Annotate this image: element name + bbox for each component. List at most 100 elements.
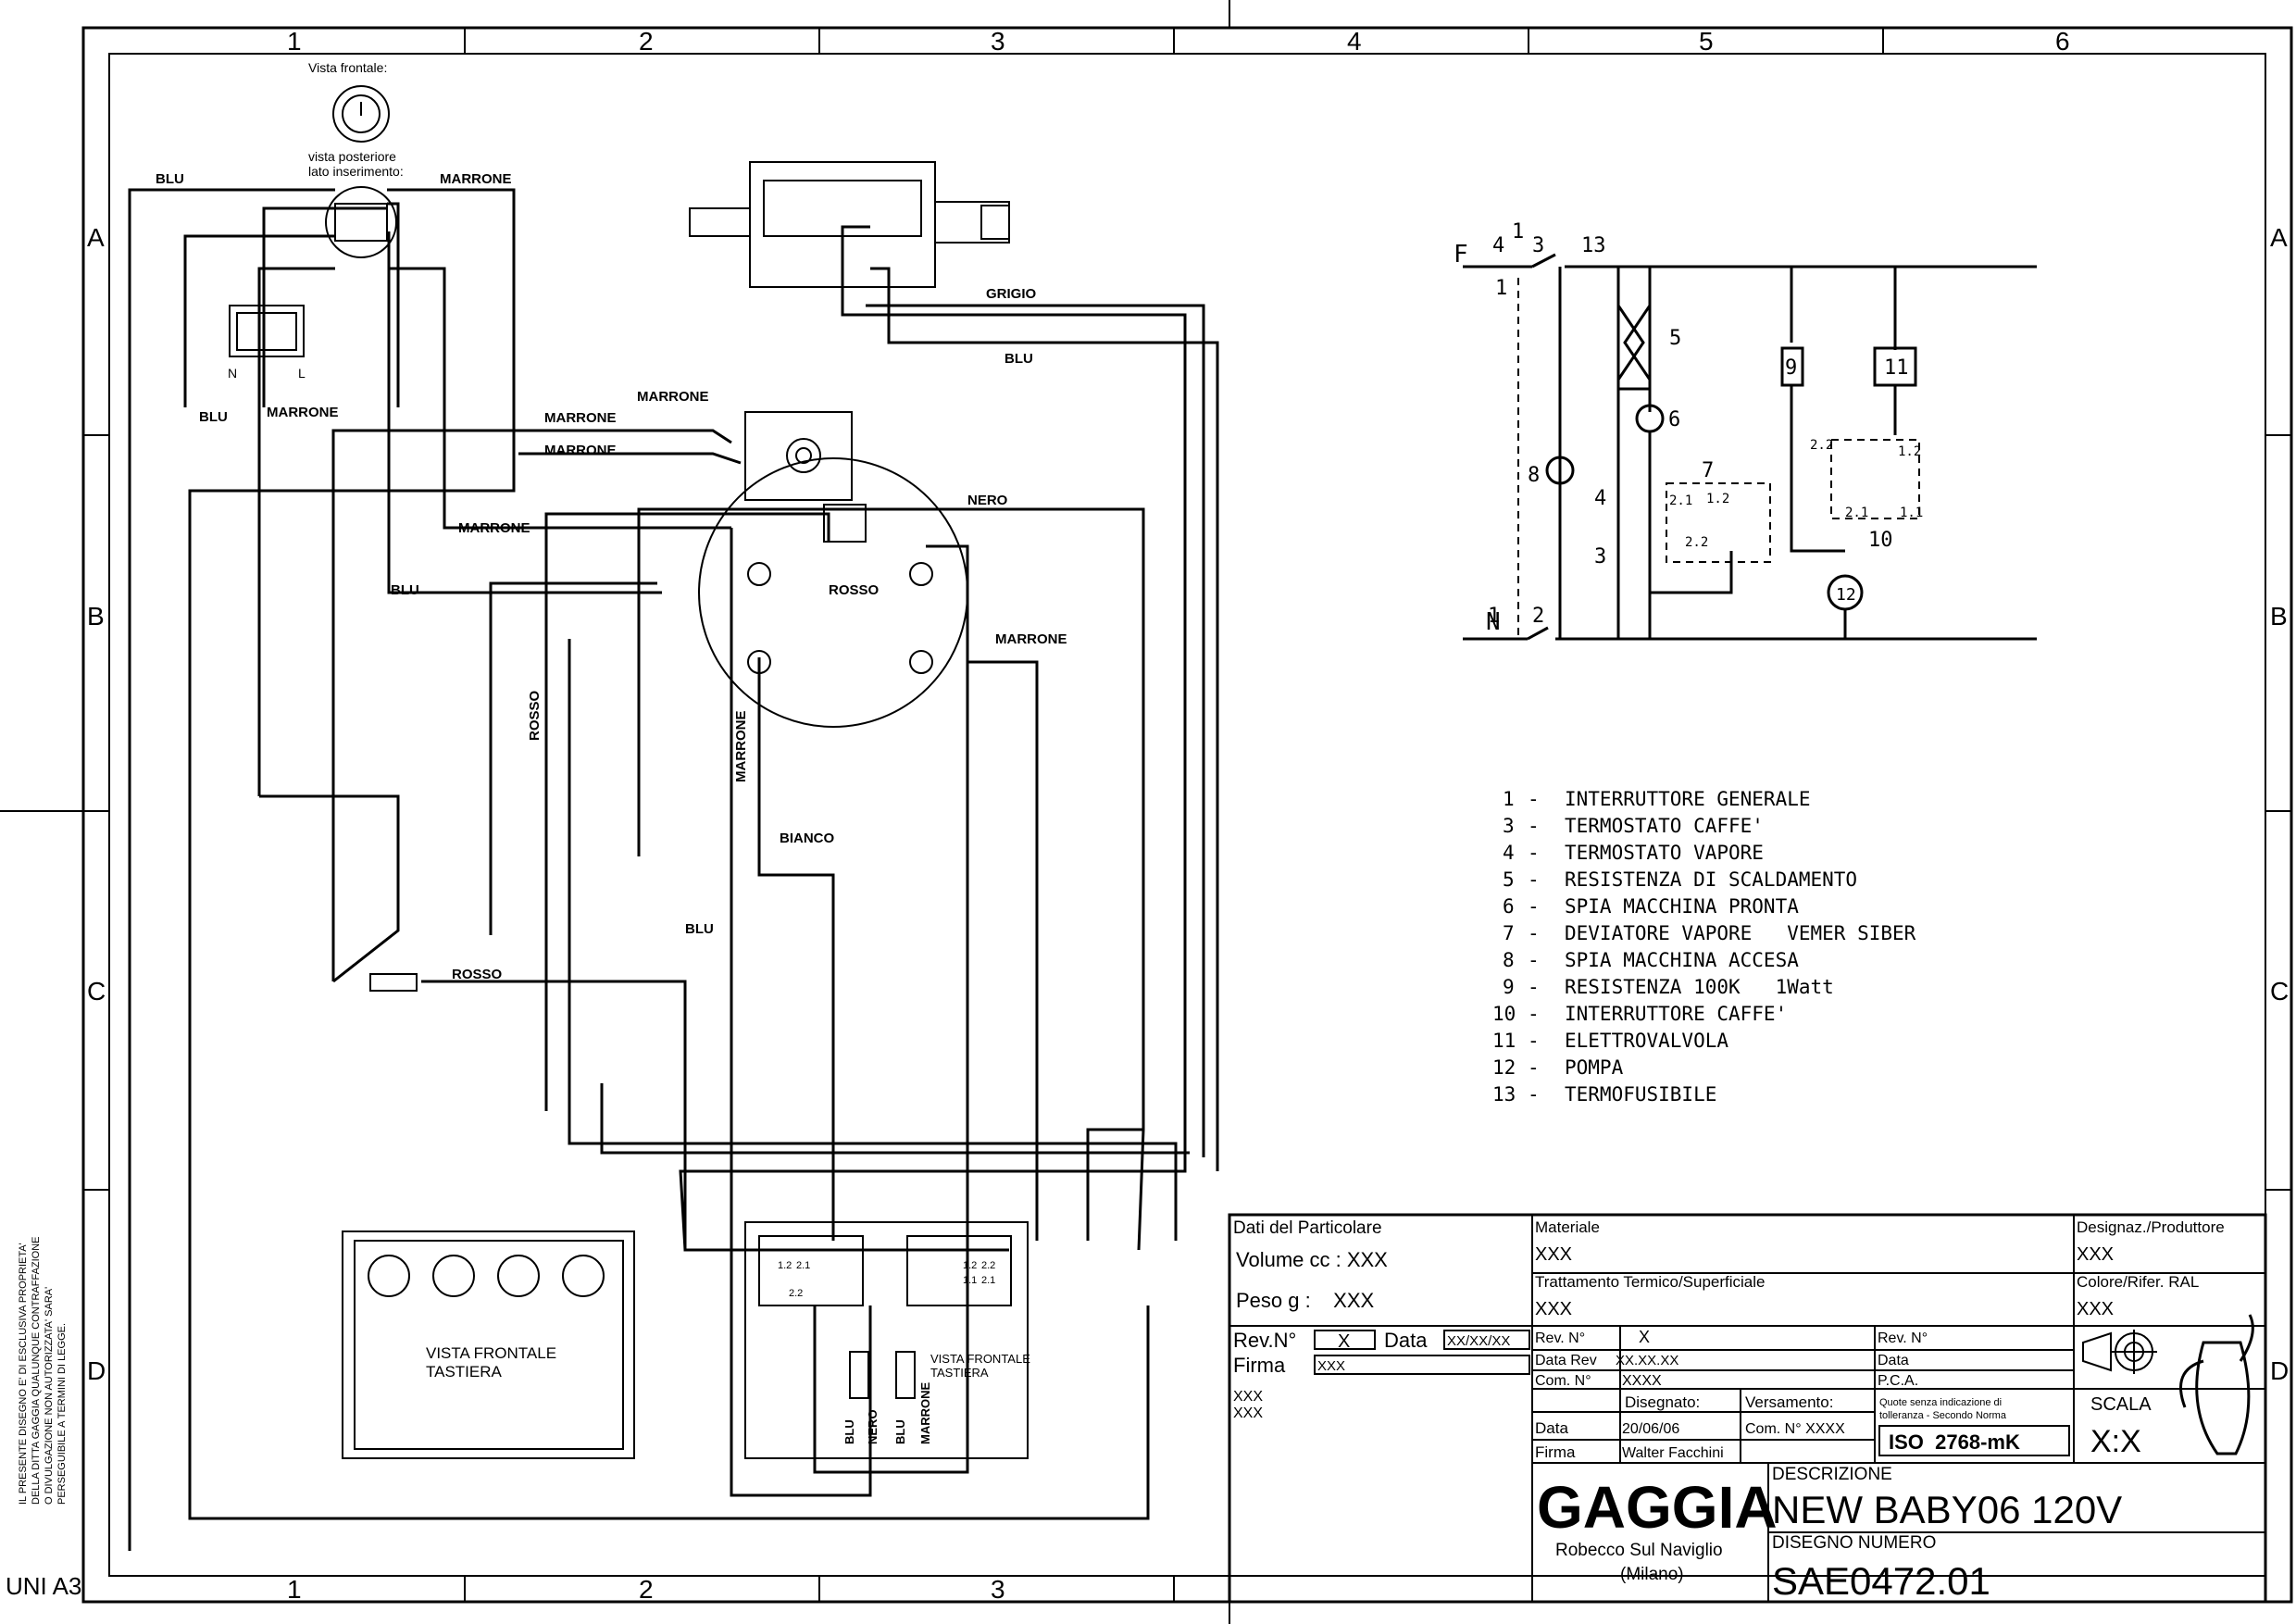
svg-text:MARRONE: MARRONE	[544, 443, 617, 458]
switch-rear-label: vista posteriore	[308, 149, 396, 164]
svg-text:XXX: XXX	[2077, 1244, 2114, 1265]
svg-text:Trattamento Termico/Superficia: Trattamento Termico/Superficiale	[1535, 1273, 1766, 1291]
svg-text:Rev. N°: Rev. N°	[1535, 1330, 1585, 1346]
zone-labels: 1 2 3 4 5 6 1 2 3 A B C D A B C D UNI A3	[6, 27, 2289, 1604]
svg-text:8: 8	[1503, 949, 1515, 971]
svg-text:Volume cc : XXX: Volume cc : XXX	[1236, 1248, 1388, 1271]
svg-text:Firma: Firma	[1233, 1354, 1286, 1377]
svg-text:12: 12	[1492, 1056, 1516, 1079]
svg-text:Firma: Firma	[1535, 1443, 1576, 1461]
svg-text:9: 9	[1785, 356, 1797, 380]
svg-text:Data: Data	[1535, 1419, 1568, 1437]
svg-text:NEW BABY06 120V: NEW BABY06 120V	[1772, 1488, 2122, 1531]
row-label-c: C	[87, 977, 106, 1006]
svg-text:7: 7	[1503, 922, 1515, 944]
svg-text:1.2: 1.2	[778, 1260, 792, 1271]
svg-text:Materiale: Materiale	[1535, 1218, 1600, 1236]
resistor	[369, 973, 418, 992]
svg-text:N: N	[1486, 608, 1501, 636]
col-label-5: 5	[1699, 27, 1714, 56]
svg-text:3: 3	[1503, 815, 1515, 837]
svg-text:BLU: BLU	[893, 1419, 907, 1444]
svg-text:2.1: 2.1	[1669, 493, 1692, 508]
svg-text:Versamento:: Versamento:	[1745, 1393, 1833, 1411]
svg-text:5: 5	[1669, 327, 1681, 350]
svg-text:-: -	[1528, 1083, 1540, 1106]
title-block: Dati del Particolare Volume cc : XXX Pes…	[1228, 1213, 2267, 1604]
svg-text:Quote senza indicazione di: Quote senza indicazione di	[1879, 1397, 2002, 1408]
svg-text:Data: Data	[1384, 1329, 1428, 1352]
brand-logo: GAGGIA	[1537, 1474, 1778, 1541]
svg-text:VISTA FRONTALE: VISTA FRONTALE	[930, 1352, 1030, 1366]
svg-text:5: 5	[1503, 868, 1515, 891]
svg-text:Data Rev: Data Rev	[1535, 1353, 1597, 1368]
legend-item-4: 4-TERMOSTATO VAPORE	[1503, 842, 1764, 864]
heat-icon	[497, 1255, 540, 1297]
col-label-3-bottom: 3	[991, 1575, 1005, 1604]
svg-text:-: -	[1528, 868, 1540, 891]
svg-text:-: -	[1528, 788, 1540, 810]
sheet-format: UNI A3	[6, 1572, 81, 1600]
svg-text:4: 4	[1594, 487, 1606, 510]
svg-text:ROSSO: ROSSO	[829, 582, 880, 598]
svg-text:1.2: 1.2	[1706, 492, 1729, 506]
wiring-diagram: Vista frontale: vista posteriore lato in…	[128, 60, 1219, 1551]
keypad-front-view: VISTA FRONTALE TASTIERA	[342, 1230, 635, 1459]
legend-item-13: 13-TERMOFUSIBILE	[1492, 1083, 1716, 1106]
switch-board: 1.2 2.1 2.2 1.2 2.2 1.1 2.1 VISTA FRONTA…	[744, 1221, 1030, 1459]
svg-text:13: 13	[1492, 1083, 1516, 1106]
svg-text:SPIA MACCHINA ACCESA: SPIA MACCHINA ACCESA	[1565, 949, 1799, 971]
svg-text:2.1: 2.1	[1845, 506, 1868, 520]
svg-text:-: -	[1528, 895, 1540, 918]
svg-text:-: -	[1528, 842, 1540, 864]
svg-text:10: 10	[1492, 1003, 1516, 1025]
svg-text:-: -	[1528, 1056, 1540, 1079]
svg-text:2.1: 2.1	[981, 1275, 995, 1286]
svg-text:BIANCO: BIANCO	[780, 831, 834, 846]
svg-text:1: 1	[1495, 277, 1507, 300]
svg-text:SPIA MACCHINA PRONTA: SPIA MACCHINA PRONTA	[1565, 895, 1799, 918]
svg-text:ROSSO: ROSSO	[527, 690, 543, 741]
svg-text:11: 11	[1884, 356, 1909, 380]
svg-text:N: N	[228, 366, 237, 381]
svg-text:INTERRUTTORE GENERALE: INTERRUTTORE GENERALE	[1565, 788, 1811, 810]
svg-text:8: 8	[1528, 464, 1540, 487]
steam-icon	[562, 1255, 605, 1297]
svg-text:MARRONE: MARRONE	[637, 389, 709, 405]
svg-text:10: 10	[1868, 529, 1893, 552]
svg-text:X: X	[1338, 1331, 1350, 1352]
svg-text:Com. N°: Com. N°	[1535, 1373, 1591, 1389]
svg-text:XXX: XXX	[1233, 1405, 1263, 1421]
svg-text:NERO: NERO	[967, 493, 1008, 508]
legend-item-12: 12-POMPA	[1492, 1056, 1624, 1079]
svg-text:SCALA: SCALA	[2090, 1394, 2152, 1415]
svg-text:IL PRESENTE DISEGNO E' DI ESCL: IL PRESENTE DISEGNO E' DI ESCLUSIVA PROP…	[18, 1243, 29, 1505]
svg-text:RESISTENZA 100K 1Watt: RESISTENZA 100K 1Watt	[1565, 976, 1834, 998]
svg-text:2.1: 2.1	[796, 1260, 810, 1271]
row-label-d: D	[87, 1356, 106, 1385]
svg-text:XXX: XXX	[1535, 1299, 1572, 1319]
svg-text:ROSSO: ROSSO	[452, 967, 503, 982]
power-switch-rear	[325, 186, 397, 258]
svg-text:MARRONE: MARRONE	[918, 1382, 932, 1444]
svg-text:BLU: BLU	[842, 1419, 856, 1444]
svg-text:GRIGIO: GRIGIO	[986, 286, 1037, 302]
col-label-6: 6	[2055, 27, 2070, 56]
svg-text:-: -	[1528, 922, 1540, 944]
svg-text:Rev. N°: Rev. N°	[1878, 1330, 1928, 1346]
svg-text:XX.XX.XX: XX.XX.XX	[1616, 1353, 1678, 1368]
svg-text:3: 3	[1532, 234, 1544, 257]
power-switch-front	[332, 85, 390, 143]
svg-text:-: -	[1528, 949, 1540, 971]
svg-text:1: 1	[1488, 605, 1500, 628]
svg-text:11: 11	[1492, 1030, 1516, 1052]
col-label-1-bottom: 1	[287, 1575, 302, 1604]
svg-text:F: F	[1454, 241, 1468, 269]
svg-text:XX/XX/XX: XX/XX/XX	[1447, 1333, 1510, 1349]
svg-text:2: 2	[1532, 605, 1544, 628]
svg-text:XXX: XXX	[2077, 1299, 2114, 1319]
svg-text:Robecco Sul Naviglio: Robecco Sul Naviglio	[1555, 1541, 1723, 1560]
svg-text:-: -	[1528, 976, 1540, 998]
